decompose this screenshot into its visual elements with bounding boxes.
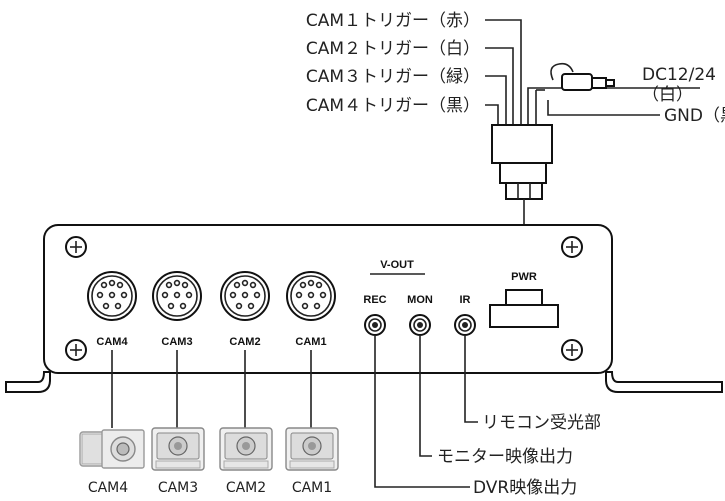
trigger-wires: [485, 19, 700, 125]
cam4-port-label: CAM4: [96, 336, 128, 348]
cam3-label: CAM3: [158, 480, 198, 496]
cam3-trigger-label: CAM３トリガー（緑）: [306, 67, 480, 87]
gnd-label: GND（黒）: [664, 106, 725, 126]
rec-label: REC: [363, 294, 386, 306]
mon-output-label: モニター映像出力: [437, 447, 573, 467]
cam2-label: CAM2: [226, 480, 266, 496]
cam1-port-icon: [286, 271, 336, 321]
cam1-port-label: CAM1: [295, 336, 326, 348]
power-label: DC12/24: [642, 65, 716, 85]
screw-icons: [65, 236, 583, 361]
camera-ports: [87, 271, 336, 321]
cam4-port-icon: [87, 271, 137, 321]
cam2-camera-icon: [219, 427, 273, 471]
fuse-holder-icon: [550, 62, 615, 91]
cam4-camera-icon: [79, 429, 145, 469]
camera-cables: [111, 350, 312, 428]
cam4-label: CAM4: [88, 480, 128, 496]
camera-icons: [79, 427, 339, 471]
jack-icons: [364, 314, 476, 336]
cam1-camera-icon: [285, 427, 339, 471]
ir-label: IR: [460, 294, 471, 306]
mon-label: MON: [407, 294, 433, 306]
cam4-trigger-label: CAM４トリガー（黒）: [306, 96, 480, 116]
cam3-port-icon: [152, 271, 202, 321]
cam2-trigger-label: CAM２トリガー（白）: [306, 39, 480, 59]
vout-label: V-OUT: [380, 259, 414, 271]
ir-output-label: リモコン受光部: [482, 413, 601, 433]
cam1-label: CAM1: [292, 480, 332, 496]
power-color-label: （白）: [642, 85, 693, 105]
rec-output-label: DVR映像出力: [473, 478, 577, 498]
cam3-camera-icon: [151, 427, 205, 471]
cam1-trigger-label: CAM１トリガー（赤）: [306, 11, 480, 31]
pwr-label: PWR: [511, 271, 537, 283]
cam2-port-label: CAM2: [229, 336, 260, 348]
cam2-port-icon: [220, 271, 270, 321]
cam3-port-label: CAM3: [161, 336, 192, 348]
output-leaders: [374, 335, 478, 488]
pwr-socket-icon: [489, 289, 559, 328]
